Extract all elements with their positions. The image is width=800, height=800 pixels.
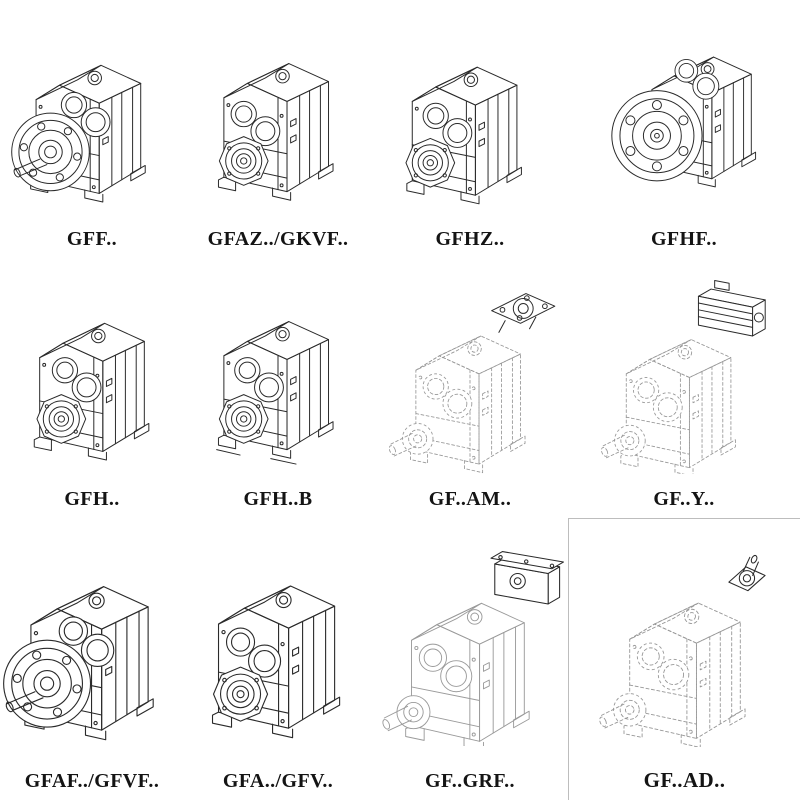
model-label-gfaz: GFAZ../GKVF.. <box>207 228 349 250</box>
gearbox-drawing-gfa <box>211 585 341 739</box>
model-label-gfgrf: GF..GRF.. <box>425 770 515 792</box>
gearbox-drawing-gfam <box>387 293 556 474</box>
catalog-cell-gfaz: GFAZ../GKVF.. <box>184 0 372 258</box>
catalog-cell-gff: GFF.. <box>0 0 184 258</box>
model-label-gfh: GFH.. <box>64 488 120 510</box>
model-label-gfad: GF..AD.. <box>643 768 726 792</box>
catalog-cell-gfa: GFA../GFV.. <box>184 518 372 800</box>
gearbox-drawing-gfhz <box>405 66 522 205</box>
gearbox-drawing-gfhf <box>611 56 757 188</box>
catalog-cell-gfy: GF..Y.. <box>568 258 800 518</box>
gearbox-drawing-gfaz <box>217 63 334 201</box>
model-label-gfhz: GFHZ.. <box>435 228 505 250</box>
catalog-cell-gfh: GFH.. <box>0 258 184 518</box>
gearbox-drawing-gfad <box>597 554 766 747</box>
catalog-cell-gfam: GF..AM.. <box>372 258 568 518</box>
model-label-gfy: GF..Y.. <box>653 488 715 510</box>
model-label-gfa: GFA../GFV.. <box>222 770 334 792</box>
model-label-gfhb: GFH..B <box>243 488 313 510</box>
catalog-cell-gfaf: GFAF../GFVF.. <box>0 518 184 800</box>
model-label-gfam: GF..AM.. <box>428 488 512 510</box>
model-label-gff: GFF.. <box>66 228 118 250</box>
gearbox-drawing-gfhb <box>216 321 334 465</box>
gearbox-drawing-gfaf <box>3 586 154 741</box>
catalog-cell-gfhz: GFHZ.. <box>372 0 568 258</box>
catalog-cell-gfhb: GFH..B <box>184 258 372 518</box>
gearbox-drawing-gff <box>11 64 146 203</box>
catalog-cell-gfgrf: GF..GRF.. <box>372 518 568 800</box>
gearbox-drawing-gfy <box>599 279 766 474</box>
gearbox-drawing-gfgrf <box>380 551 564 746</box>
catalog-cell-gfhf: GFHF.. <box>568 0 800 258</box>
catalog-cell-gfad: GF..AD.. <box>568 518 800 800</box>
gearbox-drawing-gfh <box>33 322 150 461</box>
model-label-gfhf: GFHF.. <box>650 228 718 250</box>
model-label-gfaf: GFAF../GFVF.. <box>24 770 160 792</box>
